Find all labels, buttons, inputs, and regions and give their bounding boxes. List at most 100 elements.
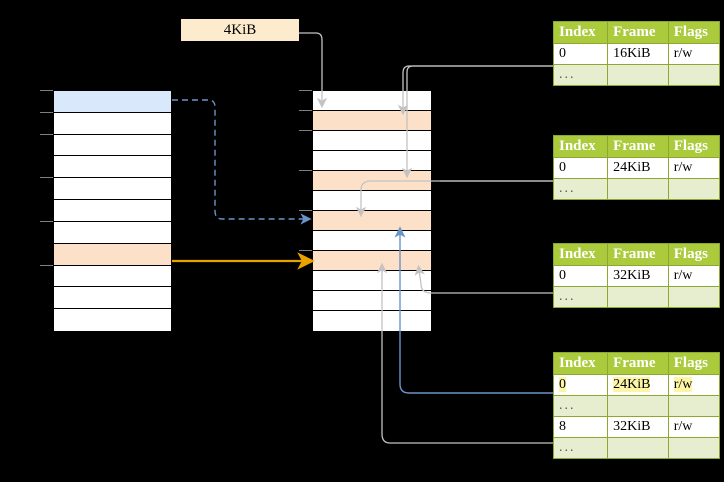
connector-virtual-to-physical-dashed (172, 99, 312, 225)
column-header: Frame (607, 243, 669, 266)
memory-row (54, 221, 171, 244)
table-row: ... (552, 178, 721, 200)
memory-row (54, 156, 171, 179)
table-cell: r/w (667, 265, 721, 287)
memory-row (54, 287, 171, 310)
table-cell: 0 (552, 157, 609, 179)
boundary-tick (299, 110, 312, 111)
memory-row (313, 211, 431, 231)
table-cell: 32KiB (607, 265, 669, 287)
table-cell: 32KiB (607, 416, 669, 438)
table-cell (667, 286, 721, 308)
memory-row (313, 171, 431, 191)
virtual-address-space-column (53, 90, 172, 331)
memory-row (54, 112, 171, 135)
memory-row (54, 200, 171, 222)
table-cell (667, 64, 721, 86)
memory-row (313, 91, 431, 111)
memory-row (313, 151, 431, 171)
boundary-tick (40, 221, 53, 222)
boundary-tick (299, 250, 312, 251)
table-cell: r/w (667, 43, 721, 65)
table-cell: 0 (552, 265, 609, 287)
boundary-tick (40, 112, 53, 113)
table-cell: ... (552, 178, 609, 200)
page-size-label: 4KiB (181, 19, 299, 41)
column-header: Index (552, 243, 609, 266)
column-header: Flags (667, 135, 721, 158)
table-cell (667, 178, 721, 200)
column-header: Flags (667, 21, 721, 44)
table-cell (607, 178, 669, 200)
table-cell: ... (552, 64, 609, 86)
memory-row (54, 134, 171, 157)
column-header: Index (552, 21, 609, 44)
table-cell: 24KiB (607, 374, 669, 396)
table-cell (607, 437, 669, 459)
table-cell: ... (552, 437, 609, 459)
boundary-tick (299, 130, 312, 131)
column-header: Index (552, 135, 609, 158)
table-cell: 0 (552, 43, 609, 65)
table-row: ... (552, 286, 721, 308)
table-cell: 0 (552, 374, 609, 396)
table-cell (667, 395, 721, 417)
memory-row (313, 251, 431, 271)
column-header: Index (552, 352, 609, 375)
memory-row (313, 131, 431, 151)
connector-t3-row-line (414, 264, 553, 294)
column-header: Frame (607, 135, 669, 158)
table-cell: ... (552, 395, 609, 417)
table-cell (667, 437, 721, 459)
memory-row (54, 309, 171, 331)
boundary-tick (299, 210, 312, 211)
table-cell: 24KiB (607, 157, 669, 179)
table-cell: 8 (552, 416, 609, 438)
column-header: Frame (607, 352, 669, 375)
memory-row (54, 91, 171, 113)
memory-row (54, 178, 171, 201)
table-cell (607, 64, 669, 86)
boundary-tick (299, 170, 312, 171)
table-cell: r/w (667, 374, 721, 396)
memory-row (313, 191, 431, 211)
table-cell: 16KiB (607, 43, 669, 65)
memory-row (54, 243, 171, 266)
memory-row (313, 311, 431, 331)
table-cell: r/w (667, 157, 721, 179)
table-cell (607, 286, 669, 308)
boundary-tick (40, 265, 53, 266)
table-row: ... (552, 437, 721, 459)
boundary-tick (40, 90, 53, 91)
boundary-tick (299, 90, 312, 91)
memory-row (313, 111, 431, 131)
table-cell: r/w (667, 416, 721, 438)
memory-row (313, 291, 431, 311)
memory-row (313, 271, 431, 291)
table-row: ... (552, 395, 721, 417)
boundary-tick (40, 177, 53, 178)
table-cell: ... (552, 286, 609, 308)
memory-row (313, 231, 431, 251)
table-cell (607, 395, 669, 417)
table-row: ... (552, 64, 721, 86)
column-header: Frame (607, 21, 669, 44)
boundary-tick (40, 134, 53, 135)
column-header: Flags (667, 243, 721, 266)
physical-memory-column (312, 90, 432, 331)
memory-row (54, 265, 171, 288)
